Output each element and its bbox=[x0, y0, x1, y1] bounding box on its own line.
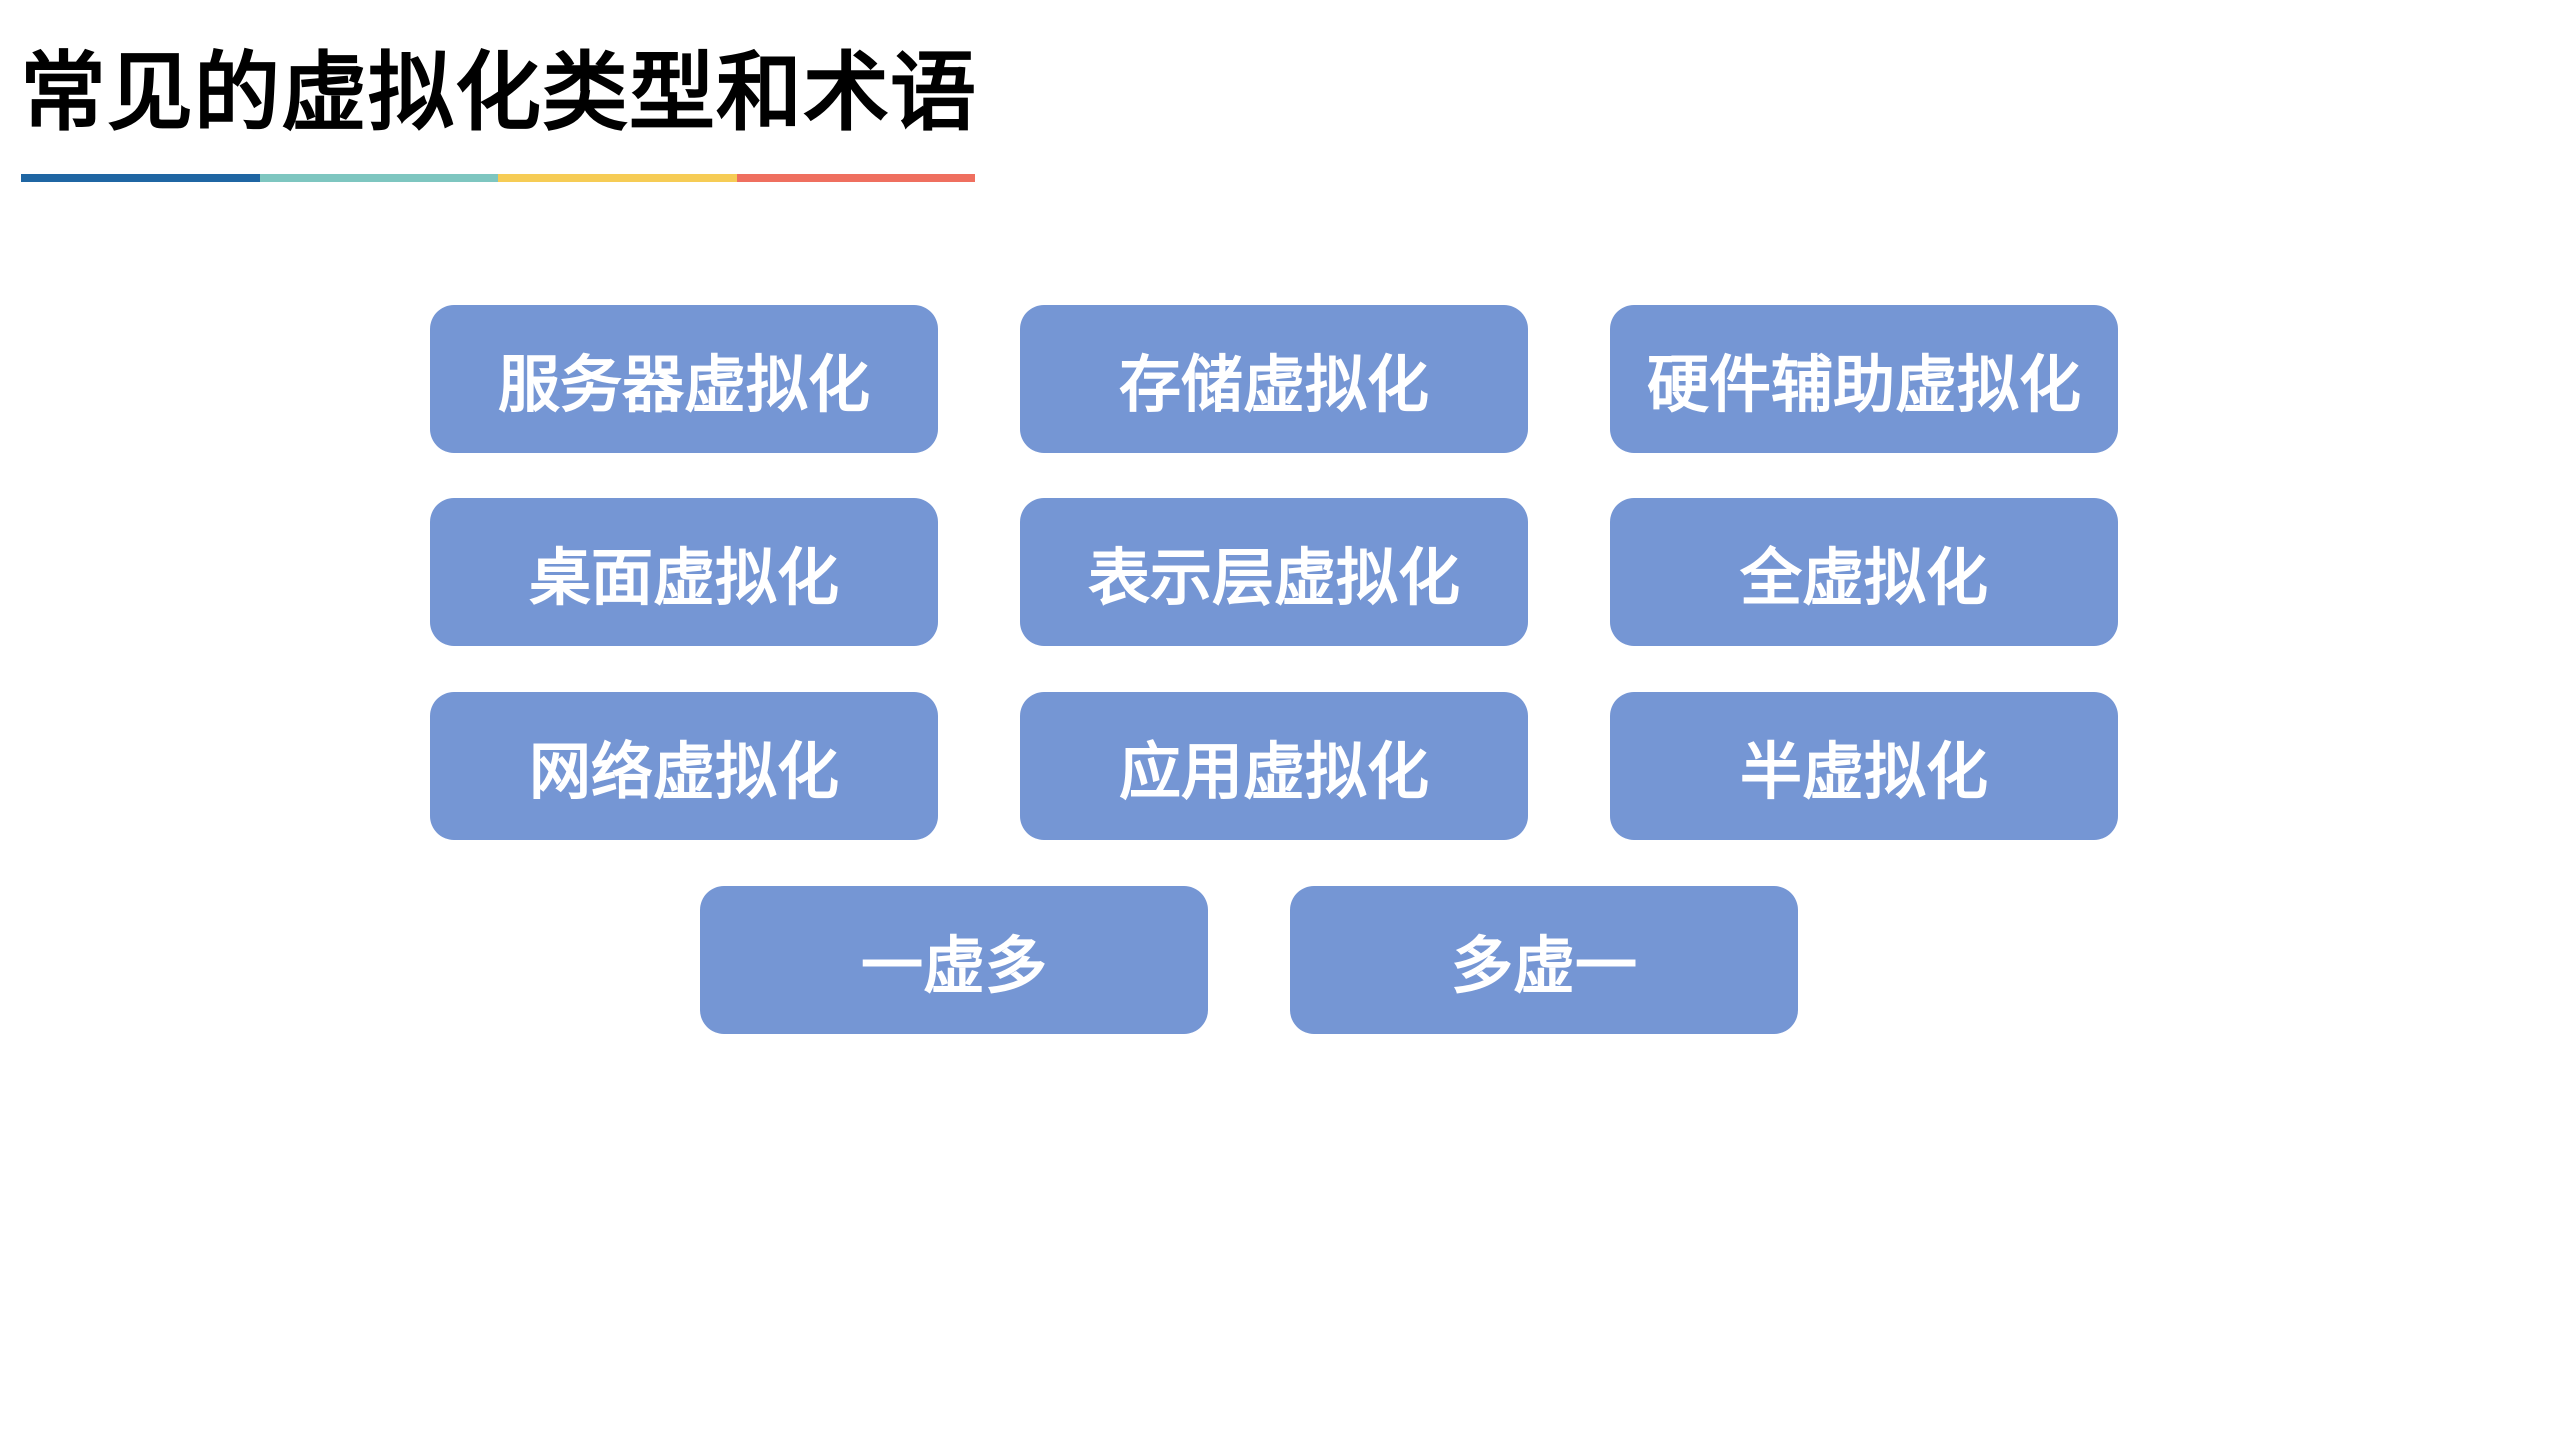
term-box-hardware-assisted-virtualization: 硬件辅助虚拟化 bbox=[1610, 305, 2118, 453]
underline-segment-1 bbox=[21, 174, 260, 182]
term-box-storage-virtualization: 存储虚拟化 bbox=[1020, 305, 1528, 453]
underline-segment-2 bbox=[259, 174, 498, 182]
term-box-presentation-virtualization: 表示层虚拟化 bbox=[1020, 498, 1528, 646]
term-box-paravirtualization: 半虚拟化 bbox=[1610, 692, 2118, 840]
underline-segment-4 bbox=[736, 174, 975, 182]
term-box-server-virtualization: 服务器虚拟化 bbox=[430, 305, 938, 453]
underline-segment-3 bbox=[498, 174, 737, 182]
term-box-one-to-many: 一虚多 bbox=[700, 886, 1208, 1034]
term-box-application-virtualization: 应用虚拟化 bbox=[1020, 692, 1528, 840]
title-underline bbox=[21, 174, 975, 182]
term-box-network-virtualization: 网络虚拟化 bbox=[430, 692, 938, 840]
term-box-many-to-one: 多虚一 bbox=[1290, 886, 1798, 1034]
term-box-full-virtualization: 全虚拟化 bbox=[1610, 498, 2118, 646]
slide-title: 常见的虚拟化类型和术语 bbox=[20, 43, 977, 143]
term-box-desktop-virtualization: 桌面虚拟化 bbox=[430, 498, 938, 646]
